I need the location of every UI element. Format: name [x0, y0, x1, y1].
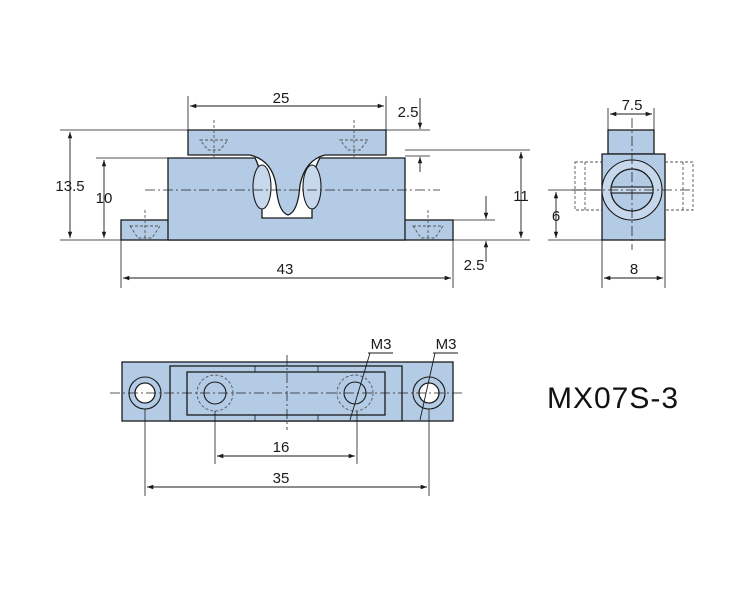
dim-label-25: 25: [273, 90, 290, 107]
dim-label-10: 10: [96, 190, 113, 207]
dim-label-8: 8: [630, 261, 638, 278]
top-view: M3 M3 16 35: [110, 336, 465, 496]
side-view: 7.5 6 8: [548, 97, 694, 288]
model-label: MX07S-3: [547, 382, 679, 415]
leader-m3-left: [349, 352, 371, 421]
dim-label-7p5: 7.5: [622, 97, 643, 114]
front-hidden-screw-3: [129, 210, 161, 240]
side-top-block: [607, 129, 655, 155]
front-hidden-screw-2: [339, 120, 369, 160]
dim-label-11: 11: [513, 188, 529, 205]
dim-label-35: 35: [273, 470, 290, 487]
top-inner-slot: [186, 371, 386, 416]
top-thread-hole-right-outer: [336, 374, 374, 412]
dim-label-43: 43: [277, 261, 294, 278]
front-lower-body: [167, 157, 406, 241]
dim-label-2p5-top: 2.5: [398, 104, 419, 121]
leader-m3-right: [419, 352, 436, 421]
label-m3-left: M3: [371, 336, 392, 353]
front-roller-left: [252, 164, 272, 210]
front-hidden-screw-1: [199, 120, 229, 160]
dim-label-6: 6: [552, 208, 560, 225]
front-roller-right: [302, 164, 322, 210]
front-hidden-screw-4: [412, 210, 444, 240]
front-top-plate: [187, 129, 387, 216]
dim-label-13p5: 13.5: [55, 178, 84, 195]
front-view: 25 2.5 13.5 10 11 2.5 43: [55, 90, 530, 288]
dim-label-16: 16: [273, 439, 290, 456]
label-m3-right: M3: [436, 336, 457, 353]
dim-label-2p5-base: 2.5: [464, 257, 485, 274]
